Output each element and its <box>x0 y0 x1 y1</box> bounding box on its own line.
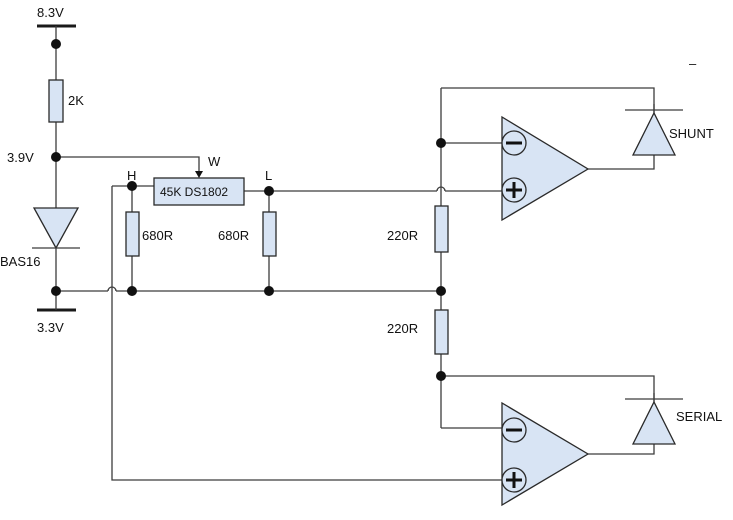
resistor-680r-l <box>262 211 277 257</box>
potentiometer-label: 45K DS1802 <box>160 185 228 199</box>
pin-h-label: H <box>127 168 136 183</box>
junctions <box>51 39 446 381</box>
wiper-arrow <box>195 171 203 178</box>
diode-bas16 <box>32 207 80 250</box>
opamp-serial <box>501 401 590 507</box>
supply-top-label: 8.3V <box>37 5 64 20</box>
resistor-680r-h <box>125 211 140 257</box>
output-serial-label: SERIAL <box>676 409 722 424</box>
diode-bas16-label: BAS16 <box>0 254 40 269</box>
pin-l-label: L <box>265 168 272 183</box>
diode-serial <box>625 393 683 445</box>
resistor-220r-top <box>434 205 449 253</box>
supply-bottom-label: 3.3V <box>37 320 64 335</box>
pin-w-label: W <box>208 154 221 169</box>
wires <box>55 44 655 481</box>
output-shunt-label: SHUNT <box>669 126 714 141</box>
resistor-220r-bottom <box>434 309 449 355</box>
resistor-680r-h-label: 680R <box>142 228 173 243</box>
corner-dash-mark: – <box>689 56 697 71</box>
supply-mid-label: 3.9V <box>7 150 34 165</box>
resistor-2k-label: 2K <box>68 93 84 108</box>
resistor-220r-bottom-label: 220R <box>387 321 418 336</box>
resistor-220r-top-label: 220R <box>387 228 418 243</box>
resistor-2k <box>48 79 64 123</box>
resistor-680r-l-label: 680R <box>218 228 249 243</box>
diode-shunt <box>625 104 683 156</box>
opamp-shunt <box>501 115 590 222</box>
